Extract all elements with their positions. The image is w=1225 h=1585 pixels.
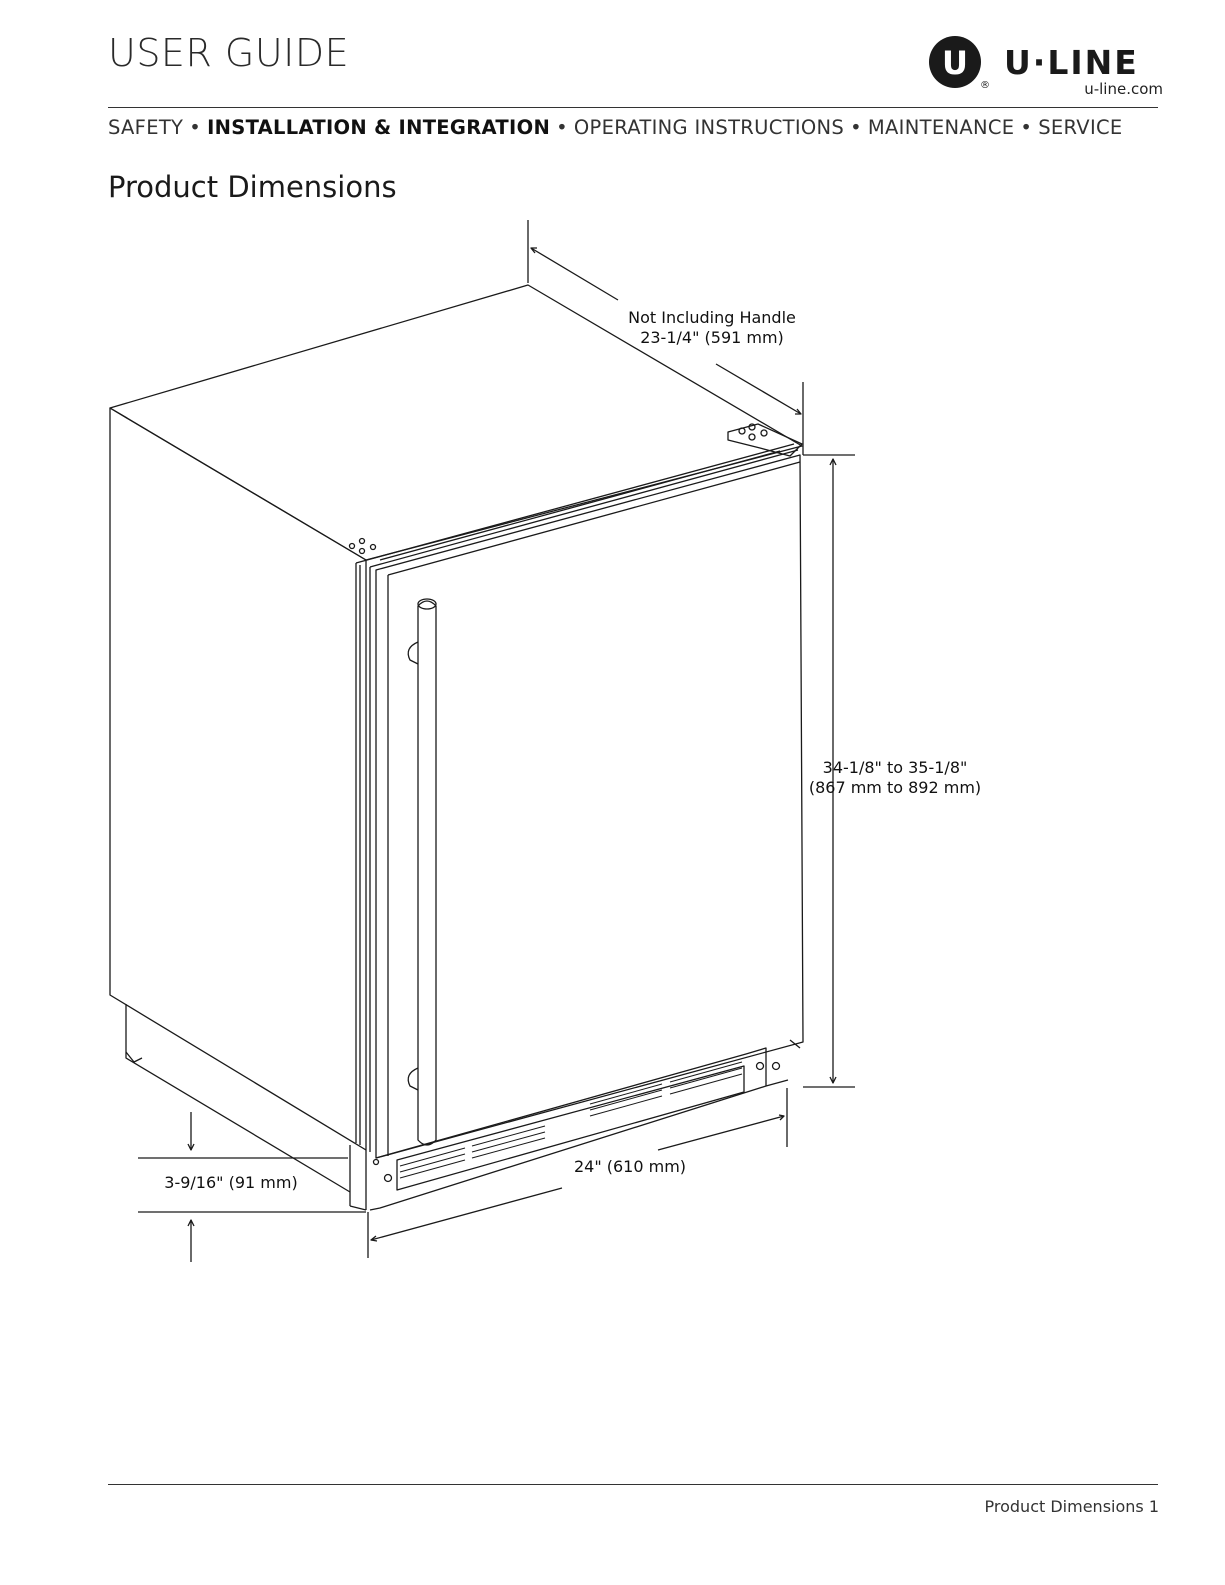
height-dimension: 34-1/8" to 35-1/8" (867 mm to 892 mm): [800, 758, 990, 798]
page-footer-label: Product Dimensions 1: [985, 1497, 1159, 1516]
toe-kick-dimension: 3-9/16" (91 mm): [150, 1173, 312, 1193]
depth-dimension: Not Including Handle 23-1/4" (591 mm): [612, 308, 812, 348]
cabinet-side: [110, 408, 366, 1150]
depth-note: Not Including Handle: [612, 308, 812, 328]
height-metric: (867 mm to 892 mm): [800, 778, 990, 798]
width-dimension: 24" (610 mm): [560, 1157, 700, 1177]
depth-value: 23-1/4" (591 mm): [612, 328, 812, 348]
footer-rule: [108, 1484, 1158, 1485]
door-handle: [418, 601, 436, 1145]
height-value: 34-1/8" to 35-1/8": [800, 758, 990, 778]
